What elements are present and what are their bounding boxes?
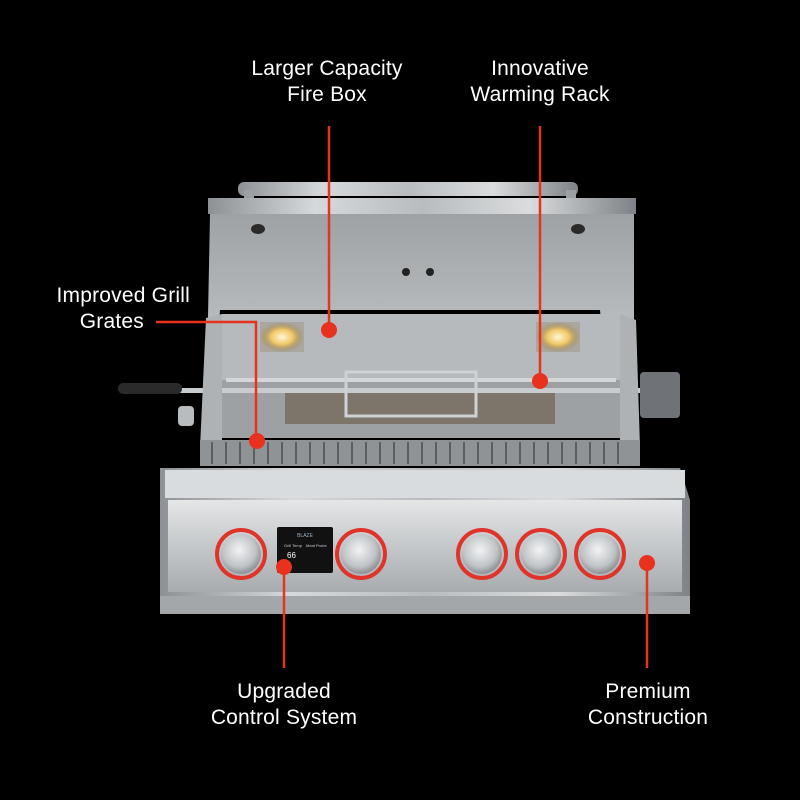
callout-warming: Innovative Warming Rack [448,56,632,108]
knob-4 [515,528,567,580]
knob-3 [456,528,508,580]
callout-premium-line2: Construction [587,706,709,729]
callout-dot-premium [639,555,655,571]
callout-warming-line2: Warming Rack [470,83,610,106]
infrared-burner [285,390,555,424]
digital-display [277,527,333,573]
display-right-caption: Meat Probe [306,543,327,548]
hood-top [208,198,636,214]
display-value: 66 [287,551,296,560]
grate-bars [211,442,619,464]
callout-grates: Improved Grill Grates [14,283,190,335]
rotisserie-basket [344,370,478,418]
lamp-left [260,322,304,352]
hood-interior [206,214,634,420]
rotisserie-motor [640,372,680,418]
callout-dots [249,322,655,575]
callout-dot-warming [532,373,548,389]
callout-premium: Premium Construction [560,679,736,731]
callout-control: Upgraded Control System [186,679,382,731]
knob-2 [335,528,387,580]
rotisserie-handle [118,383,182,394]
callout-firebox-line1: Larger Capacity [251,57,403,80]
callout-lines [156,126,649,668]
callout-dot-control [276,559,292,575]
callout-premium-line1: Premium [605,680,691,703]
callout-grates-line2: Grates [79,310,144,333]
hood-handle [238,182,578,196]
callout-dot-grates [249,433,265,449]
callout-control-line2: Control System [210,706,358,729]
grill-grates [200,440,640,466]
knob-5 [574,528,626,580]
callout-grates-line1: Improved Grill [56,284,190,307]
callout-control-line1: Upgraded [237,680,331,703]
callout-firebox: Larger Capacity Fire Box [229,56,425,108]
callout-warming-line1: Innovative [491,57,589,80]
rotisserie-rod [150,388,650,393]
knob-1 [215,528,267,580]
warming-rack [226,378,616,382]
display-left-caption: Grill Temp [284,543,303,548]
lamp-right [536,322,580,352]
drip-tray [160,596,690,614]
display-brand: BLAZE [297,533,314,539]
callout-firebox-line2: Fire Box [287,83,367,106]
callout-dot-firebox [321,322,337,338]
